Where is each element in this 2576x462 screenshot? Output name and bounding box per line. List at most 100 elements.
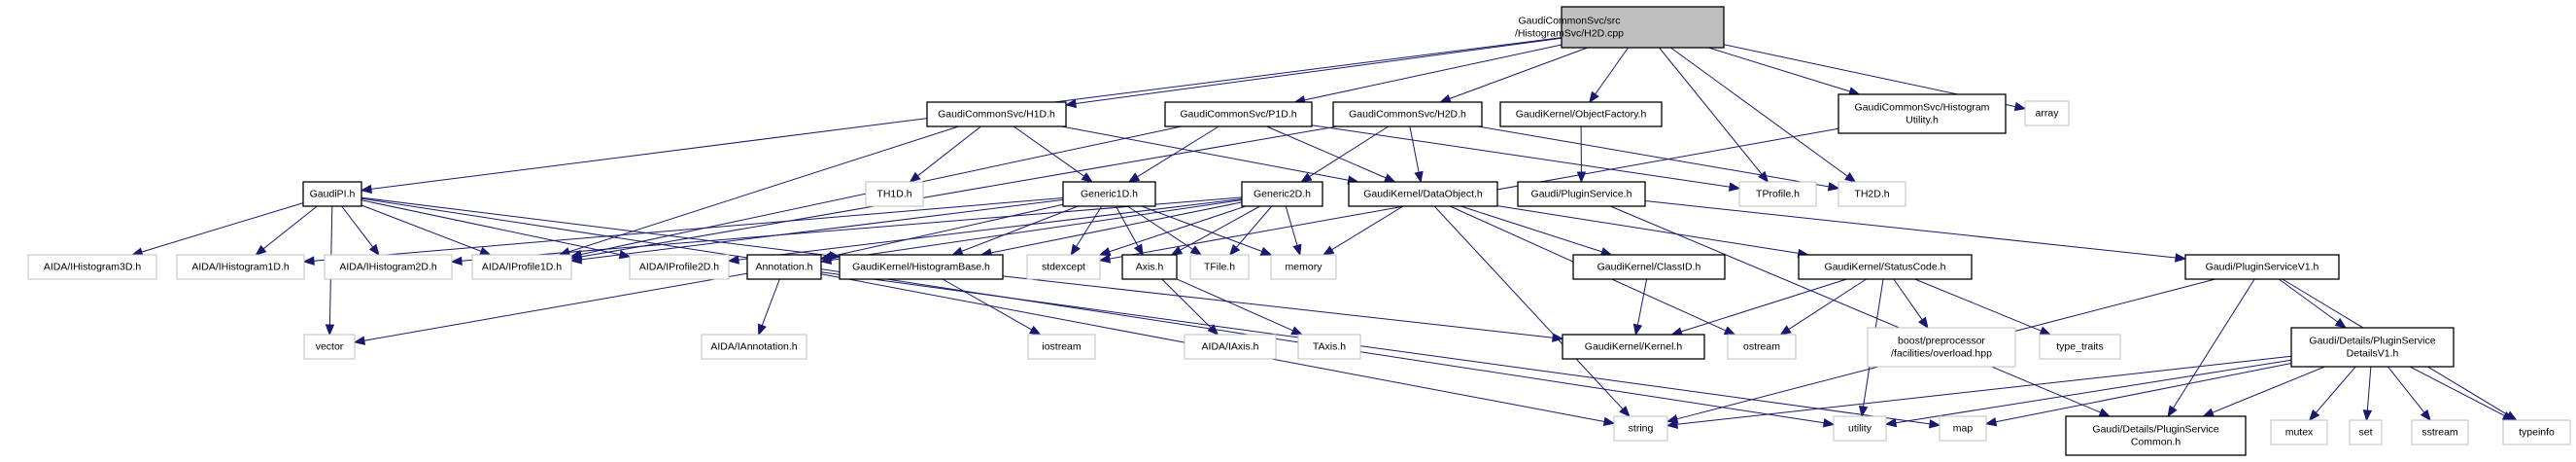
edge-root-to-th2d <box>1670 47 1857 183</box>
node-label: vector <box>316 340 344 352</box>
node-box <box>1738 181 1817 207</box>
edge-dataobject-to-string <box>1433 205 1631 417</box>
edge-generic2d-to-ih2d <box>450 196 1243 266</box>
edge-detailsv1-to-map <box>1984 363 2292 427</box>
node-objfactory[interactable]: GaudiKernel/ObjectFactory.h <box>1499 101 1663 127</box>
edge-line <box>363 272 748 341</box>
edge-pluginsvc-to-pluginsvcv1 <box>1644 200 2187 263</box>
edge-axis-to-taxis <box>1176 278 1304 336</box>
edge-line <box>580 125 1337 258</box>
arrowhead-icon <box>1822 418 1836 428</box>
node-iannotation: AIDA/IAnnotation.h <box>701 334 807 360</box>
edge-line <box>1449 47 1588 99</box>
edge-statuscode-to-boostpp <box>1893 278 1929 330</box>
arrowhead-icon <box>368 243 380 257</box>
node-mutex: mutex <box>2270 419 2328 445</box>
arrowhead-icon <box>2362 409 2373 422</box>
node-box <box>1499 101 1663 127</box>
edge-gaudipi-to-ip2d <box>361 199 632 260</box>
edge-line <box>1460 205 1602 253</box>
node-label: stdexcept <box>1042 261 1085 272</box>
arrowhead-icon <box>727 255 739 265</box>
node-label: Axis.h <box>1136 261 1164 272</box>
node-box <box>2349 419 2383 445</box>
node-classid[interactable]: GaudiKernel/ClassID.h <box>1572 254 1726 280</box>
arrowhead-icon <box>1827 182 1840 192</box>
node-generic2d[interactable]: Generic2D.h <box>1241 181 1323 207</box>
node-root[interactable]: GaudiCommonSvc/src/HistogramSvc/H2D.cpp <box>1515 6 1725 49</box>
edge-generic2d-to-tfile <box>1228 205 1273 257</box>
arrowhead-icon <box>1928 419 1941 429</box>
node-box <box>1189 254 1250 280</box>
arrowhead-icon <box>1292 243 1302 257</box>
node-label: TH2D.h <box>1854 188 1889 199</box>
node-label: Generic2D.h <box>1254 188 1311 199</box>
node-box <box>1833 415 1887 442</box>
node-box <box>926 101 1067 127</box>
edge-line <box>2315 366 2356 413</box>
node-typetraits: type_traits <box>2039 334 2121 360</box>
arrowhead-icon <box>1666 419 1678 429</box>
edge-objfactory-to-pluginsvc <box>1576 125 1587 184</box>
node-iostream: iostream <box>1027 334 1096 360</box>
node-dataobject[interactable]: GaudiKernel/DataObject.h <box>1348 181 1498 207</box>
arrowhead-icon <box>1228 243 1241 257</box>
node-box <box>2024 100 2070 126</box>
edge-root-to-objfactory <box>1589 47 1630 104</box>
edge-line <box>830 199 1243 261</box>
node-gaudipi[interactable]: GaudiPI.h <box>302 181 362 207</box>
node-tprofile: TProfile.h <box>1738 181 1817 207</box>
node-label: TProfile.h <box>1756 188 1800 199</box>
edge-detailsv1-to-set <box>2362 366 2373 422</box>
arrowhead-icon <box>1300 172 1313 183</box>
node-axis[interactable]: Axis.h <box>1121 254 1178 280</box>
node-box <box>2065 415 2247 456</box>
node-pluginsvcv1[interactable]: Gaudi/PluginServiceV1.h <box>2184 254 2340 280</box>
arrowhead-icon <box>1758 170 1769 184</box>
node-statuscode[interactable]: GaudiKernel/StatusCode.h <box>1798 254 1973 280</box>
edge-gaudipi-to-ih1d <box>255 205 318 256</box>
node-label: TAxis.h <box>1313 340 1346 352</box>
node-generic1d[interactable]: Generic1D.h <box>1062 181 1156 207</box>
node-p1d[interactable]: GaudiCommonSvc/P1D.h <box>1164 101 1313 127</box>
node-box <box>27 254 157 280</box>
arrowhead-icon <box>1552 333 1564 342</box>
node-kernel[interactable]: GaudiKernel/Kernel.h <box>1562 334 1705 360</box>
arrowhead-icon <box>1290 326 1304 336</box>
node-histbase[interactable]: GaudiKernel/HistogramBase.h <box>839 254 1004 280</box>
node-h1d[interactable]: GaudiCommonSvc/H1D.h <box>926 101 1067 127</box>
node-label: type_traits <box>2056 340 2103 352</box>
arrowhead-icon <box>1589 90 1599 104</box>
node-box <box>2411 419 2469 445</box>
edge-line <box>1893 278 1923 321</box>
edge-line <box>361 204 482 252</box>
node-ip2d: AIDA/IProfile2D.h <box>629 254 730 280</box>
edge-line <box>1013 125 1084 177</box>
edge-line <box>1285 205 1298 246</box>
node-annotation[interactable]: Annotation.h <box>746 254 822 280</box>
edge-generic1d-to-ih1d <box>302 197 1064 266</box>
edge-root-to-histutil <box>1708 47 1861 96</box>
node-h2d[interactable]: GaudiCommonSvc/H2D.h <box>1332 101 1483 127</box>
node-ih3d: AIDA/IHistogram3D.h <box>27 254 157 280</box>
arrowhead-icon <box>2202 408 2215 417</box>
node-label: iostream <box>1042 340 1082 352</box>
node-label: /facilities/overload.hpp <box>1891 347 1992 359</box>
node-sstream: sstream <box>2411 419 2469 445</box>
node-label: AIDA/IAnnotation.h <box>710 340 797 352</box>
arrowhead-icon <box>1602 416 1616 427</box>
edge-line <box>1075 37 1563 104</box>
arrowhead-icon <box>1170 245 1184 256</box>
node-taxis: TAxis.h <box>1297 334 1361 360</box>
node-box <box>1062 181 1156 207</box>
node-pluginsvc[interactable]: Gaudi/PluginService.h <box>1517 181 1646 207</box>
edge-h2d-to-generic2d <box>1300 125 1390 183</box>
edge-line <box>1331 205 1404 251</box>
edge-line <box>917 125 981 177</box>
node-label: boost/preprocessor <box>1898 335 1985 346</box>
edge-line <box>1266 125 1387 179</box>
